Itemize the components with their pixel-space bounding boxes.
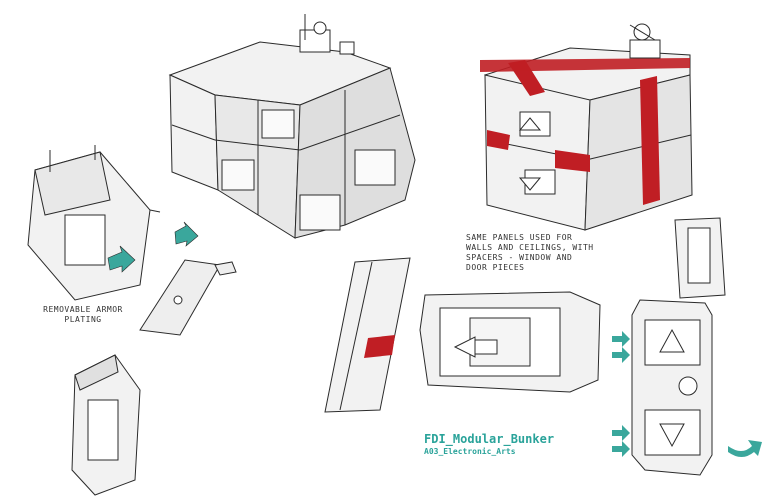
triangle-down-icon [659, 423, 685, 448]
annotation-panels: SAME PANELS USED FOR WALLS AND CEILINGS,… [466, 233, 594, 272]
window-frame-piece [419, 291, 601, 393]
title-sub: A03_Electronic_Arts [424, 447, 516, 456]
door-column-piece [631, 299, 713, 476]
arrow-icon [612, 331, 762, 457]
spacer-strip-center [324, 257, 411, 413]
bunker-main [168, 14, 416, 239]
triangle-up-icon [659, 328, 685, 353]
title-main: FDI_Modular_Bunker [424, 432, 555, 446]
armor-panel-left [27, 145, 161, 301]
arrow-icon [107, 221, 199, 273]
armor-plate-small [139, 259, 237, 336]
hatch-piece-small [674, 217, 726, 299]
annotation-removable-armor: REMOVABLE ARMOR PLATING [43, 305, 123, 324]
bunker-strapped [480, 23, 693, 231]
sheet-title: FDI_Modular_Bunker A03_Electronic_Arts [424, 432, 554, 456]
spacer-piece-left [71, 354, 141, 496]
dial-icon [678, 376, 698, 396]
